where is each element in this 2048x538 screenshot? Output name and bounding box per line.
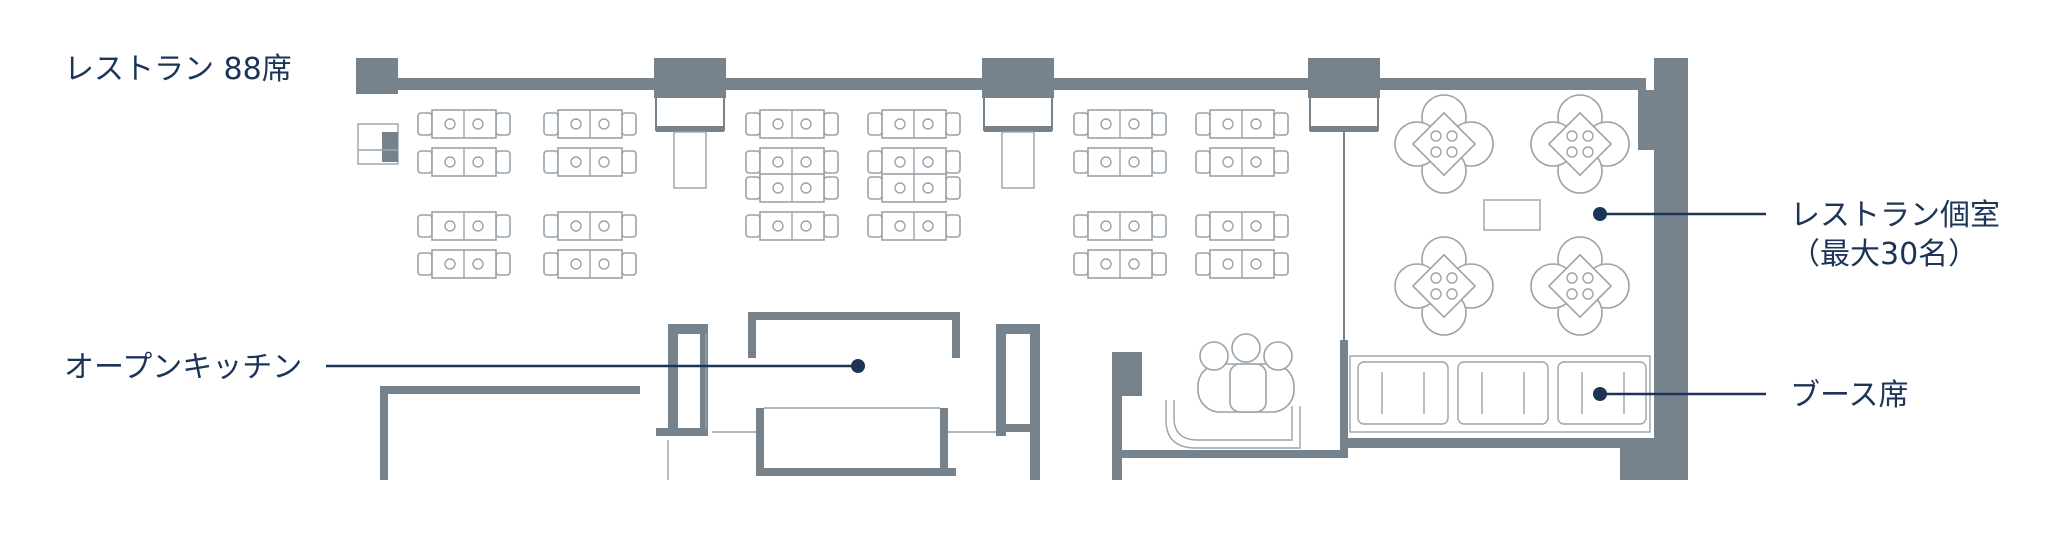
table-four-top <box>417 109 511 139</box>
table-four-top <box>867 147 961 177</box>
label-private-room: レストラン個室 （最大30名） <box>1790 196 2000 274</box>
round-table <box>1394 94 1494 194</box>
entry-detail <box>357 123 399 165</box>
label-private-room-name: レストラン個室 <box>1790 198 2000 233</box>
round-table <box>1530 94 1630 194</box>
table-four-top <box>417 147 511 177</box>
table-four-top <box>1195 147 1289 177</box>
open-kitchen-walls <box>380 312 1040 480</box>
table-four-top <box>867 109 961 139</box>
callout-booth <box>1593 387 1766 401</box>
table-four-top <box>1195 249 1289 279</box>
table-four-top <box>417 211 511 241</box>
table-four-top <box>543 211 637 241</box>
private-room-tables <box>1394 94 1630 336</box>
table-four-top <box>543 147 637 177</box>
dining-tables <box>417 109 1289 279</box>
floor-title: レストラン 88席 <box>64 52 292 87</box>
table-four-top <box>543 249 637 279</box>
table-four-top <box>745 109 839 139</box>
table-four-top <box>867 211 961 241</box>
table-four-top <box>1195 109 1289 139</box>
table-four-top <box>745 173 839 203</box>
table-four-top <box>745 211 839 241</box>
table-four-top <box>543 109 637 139</box>
table-four-top <box>1073 109 1167 139</box>
round-table <box>1394 236 1494 336</box>
round-table <box>1530 236 1630 336</box>
table-four-top <box>1073 249 1167 279</box>
table-four-top <box>867 173 961 203</box>
table-four-top <box>417 249 511 279</box>
lounge-area <box>1112 333 1348 480</box>
table-four-top <box>1195 211 1289 241</box>
exterior-walls <box>356 58 1688 480</box>
label-open-kitchen: オープンキッチン <box>64 350 303 385</box>
callout-open-kitchen <box>326 359 865 373</box>
table-four-top <box>1073 147 1167 177</box>
table-four-top <box>1073 211 1167 241</box>
callout-private-room <box>1593 207 1766 221</box>
label-private-room-capacity: （最大30名） <box>1790 237 1979 272</box>
table-four-top <box>745 147 839 177</box>
label-booth: ブース席 <box>1790 378 1909 413</box>
